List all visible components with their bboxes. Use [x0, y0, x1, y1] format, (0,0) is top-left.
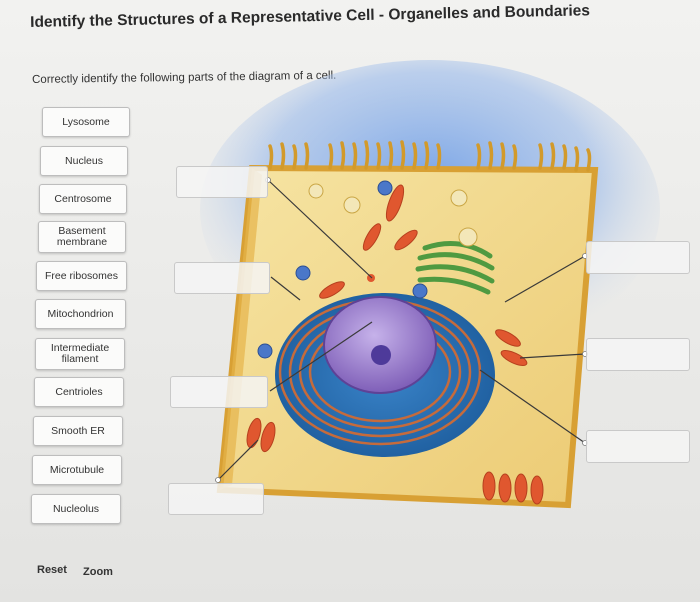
label-text: Centrosome [54, 192, 112, 205]
label-text: Nucleus [65, 154, 103, 167]
label-microtubule[interactable]: Microtubule [32, 455, 122, 485]
leader-lines [217, 179, 586, 481]
cell-side-shade [220, 168, 262, 490]
label-nucleolus[interactable]: Nucleolus [31, 494, 121, 524]
label-basement-membrane[interactable]: Basement membrane [38, 221, 126, 253]
label-text: Free ribosomes [45, 269, 118, 282]
label-mitochondrion[interactable]: Mitochondrion [35, 299, 126, 329]
nucleolus [371, 345, 391, 365]
label-text: Basement membrane [56, 225, 108, 248]
label-text: Nucleolus [52, 502, 100, 515]
label-lysosome[interactable]: Lysosome [42, 107, 130, 137]
zoom-button[interactable]: Zoom [83, 566, 113, 578]
golgi-apparatus [415, 241, 495, 295]
vesicles [257, 180, 478, 359]
drop-target-4[interactable] [168, 483, 264, 515]
label-text: Microtubule [49, 463, 105, 476]
drop-target-3[interactable] [170, 376, 268, 408]
label-smooth-er[interactable]: Smooth ER [33, 416, 123, 446]
centrosome [367, 274, 375, 282]
label-free-ribosomes[interactable]: Free ribosomes [36, 261, 127, 291]
label-text: Centrioles [55, 385, 103, 398]
label-text: Mitochondrion [47, 307, 114, 320]
label-text: Smooth ER [51, 424, 105, 437]
microvilli [268, 140, 592, 172]
label-text: Intermediate filament [50, 342, 110, 365]
label-text: Lysosome [62, 115, 110, 128]
label-nucleus[interactable]: Nucleus [40, 146, 128, 176]
drop-target-7[interactable] [586, 430, 690, 463]
label-centrosome[interactable]: Centrosome [39, 184, 127, 214]
drop-target-6[interactable] [586, 338, 690, 371]
reset-button[interactable]: Reset [37, 564, 67, 576]
nucleus [323, 296, 437, 394]
label-centrioles[interactable]: Centrioles [34, 377, 124, 407]
label-intermediate-filament[interactable]: Intermediate filament [35, 338, 125, 370]
drop-target-5[interactable] [586, 241, 690, 274]
drop-target-2[interactable] [174, 262, 270, 294]
drop-target-1[interactable] [176, 166, 268, 198]
